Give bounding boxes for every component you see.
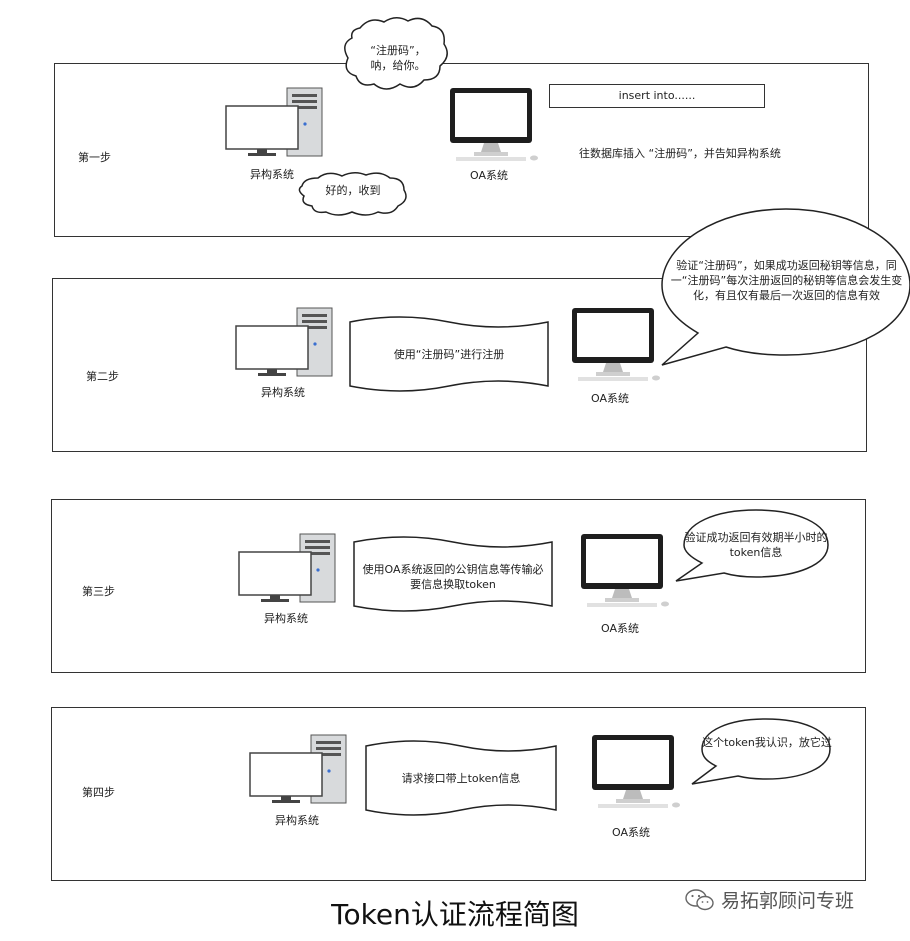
step-4-wave-text: 请求接口带上token信息: [401, 772, 521, 785]
step-4-bubble-text: 这个token我认识，放它过: [702, 736, 832, 749]
step-4-server-label: OA系统: [612, 826, 650, 839]
step-1-bottom-bubble-text: 好的，收到: [325, 184, 381, 197]
watermark-text: 易拓郭顾问专班: [721, 890, 855, 912]
step-1-top-bubble-text: “注册码”，呐，给你。: [370, 44, 426, 72]
step-2-wave-text: 使用“注册码”进行注册: [393, 348, 505, 361]
step-3-wave-text: 使用OA系统返回的公钥信息等传输必要信息换取token: [362, 563, 544, 591]
step-2-speech-bubble-shape: [661, 208, 910, 366]
step-3-bubble-text: 验证成功返回有效期半小时的token信息: [684, 531, 828, 559]
client-computer-icon: [225, 87, 323, 157]
watermark: 易拓郭顾问专班: [685, 886, 854, 913]
step-2-server-label: OA系统: [591, 392, 629, 405]
server-monitor-icon: [592, 735, 680, 808]
server-monitor-icon: [581, 534, 669, 607]
step-4-speech-bubble-shape: [691, 718, 831, 785]
step-4-label: 第四步: [82, 786, 115, 799]
diagram-title: Token认证流程简图: [331, 898, 579, 931]
step-2-wave-shape: [349, 316, 549, 392]
client-computer-icon: [235, 307, 333, 377]
step-3-speech-bubble-shape: [675, 509, 829, 582]
step-1-top-bubble-shape: [344, 17, 448, 90]
step-4-client-label: 异构系统: [275, 814, 319, 827]
server-monitor-icon: [572, 308, 660, 381]
server-monitor-icon: [450, 88, 538, 161]
step-1-label: 第一步: [78, 151, 111, 164]
client-computer-icon: [238, 533, 336, 603]
client-computer-icon: [249, 734, 347, 804]
step-3-wave-shape: [353, 536, 553, 612]
step-1-client-label: 异构系统: [250, 168, 294, 181]
wechat-icon: [685, 888, 714, 910]
step-4-wave-shape: [365, 740, 557, 816]
step-3-server-label: OA系统: [601, 622, 639, 635]
step-2-client-label: 异构系统: [261, 386, 305, 399]
sql-insert-box: insert into......: [549, 84, 765, 108]
step-2-label: 第二步: [86, 370, 119, 383]
step-3-client-label: 异构系统: [264, 612, 308, 625]
step-1-note: 往数据库插入 “注册码”，并告知异构系统: [579, 147, 781, 160]
step-2-bubble-text: 验证“注册码”，如果成功返回秘钥等信息，同一“注册码”每次注册返回的秘钥等信息会…: [670, 259, 903, 302]
step-1-server-label: OA系统: [470, 169, 508, 182]
step-1-bottom-bubble-shape: [298, 172, 407, 216]
step-3-label: 第三步: [82, 585, 115, 598]
